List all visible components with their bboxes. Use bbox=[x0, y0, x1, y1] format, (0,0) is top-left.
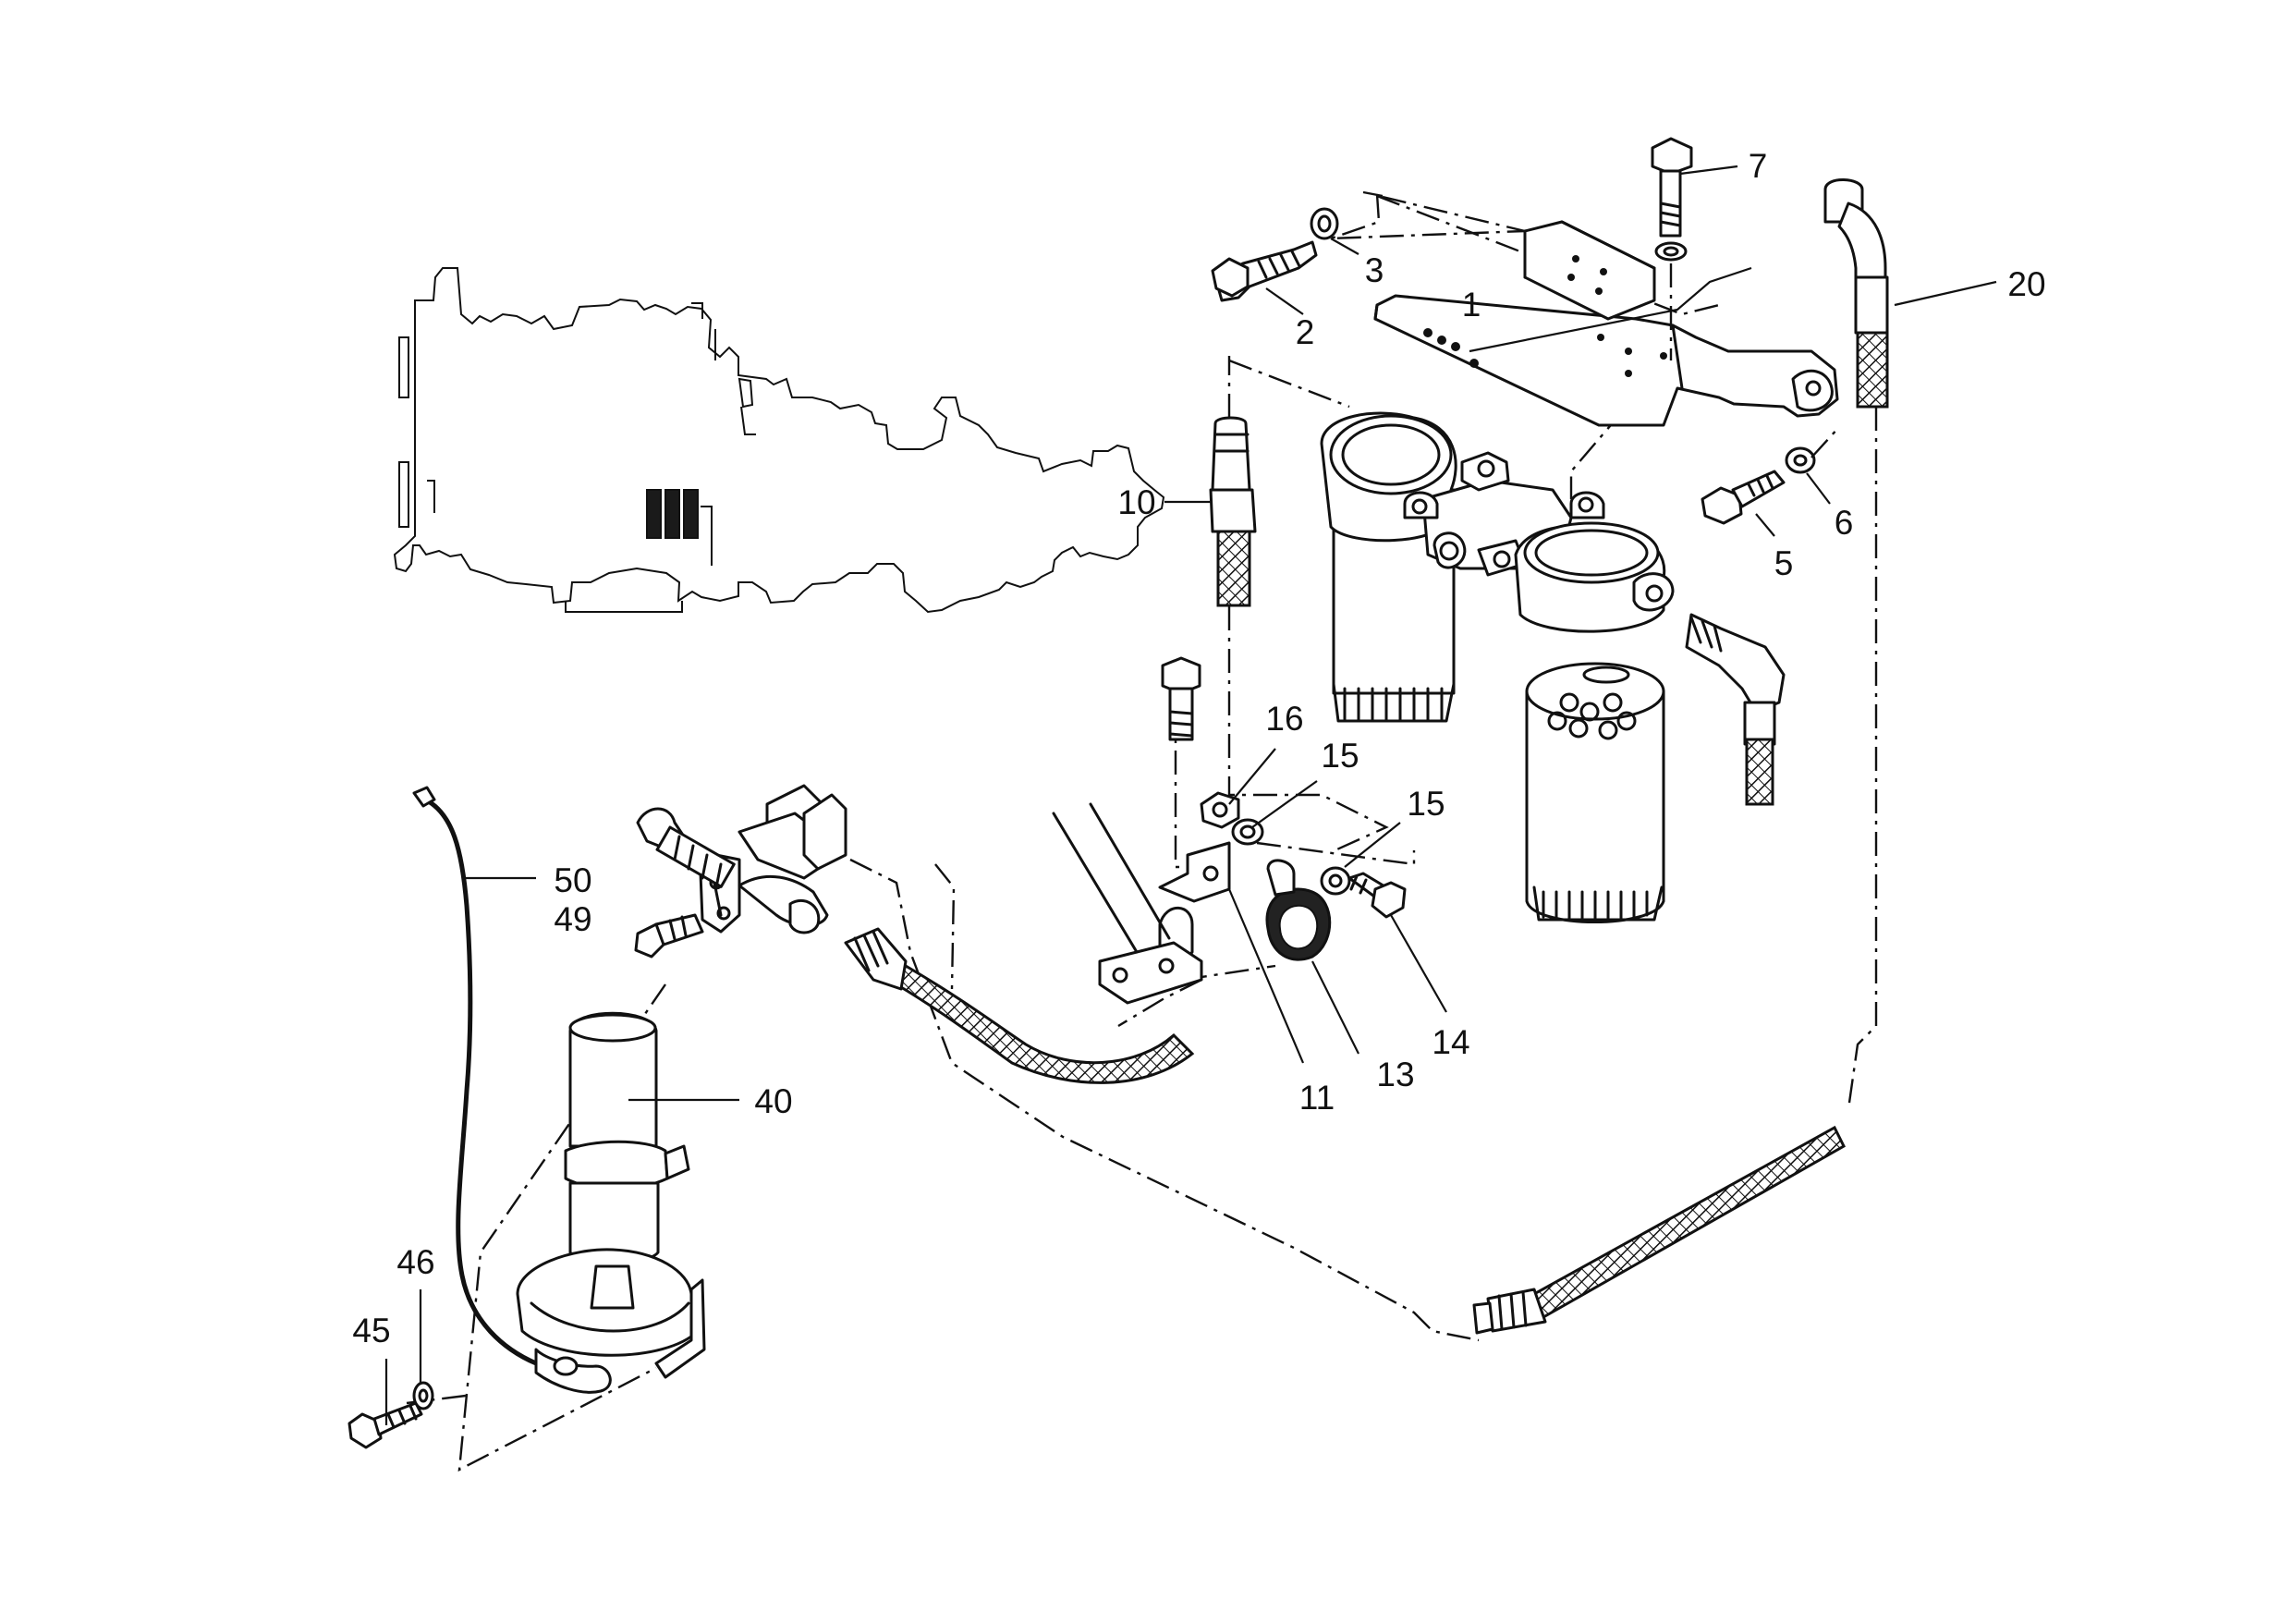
callout-labels: 1 2 3 5 6 7 10 11 13 14 15 15 16 20 40 4… bbox=[352, 147, 2045, 1349]
washer-6 bbox=[1785, 446, 1816, 474]
long-hose-bottom bbox=[1472, 1125, 1846, 1335]
connector-block bbox=[1052, 802, 1203, 1005]
filter-assembly-2 bbox=[1514, 521, 1675, 633]
bolt-14 bbox=[1347, 872, 1407, 919]
callout-10: 10 bbox=[1117, 483, 1155, 521]
clamp-assembly-left bbox=[634, 784, 847, 959]
nut-16 bbox=[1200, 791, 1240, 829]
callout-6: 6 bbox=[1835, 504, 1854, 542]
washer-3 bbox=[1310, 207, 1339, 240]
bracket-11 bbox=[1158, 841, 1231, 903]
elbow-hose-right bbox=[1685, 613, 1786, 806]
fuel-hose-center bbox=[844, 927, 1195, 1084]
bolt-2 bbox=[1211, 240, 1318, 302]
callout-5: 5 bbox=[1774, 544, 1794, 582]
filter-cartridge-loose bbox=[1525, 662, 1665, 923]
callout-14: 14 bbox=[1432, 1023, 1469, 1061]
bolt-5 bbox=[1701, 470, 1786, 525]
callout-1: 1 bbox=[1462, 286, 1481, 324]
callout-13: 13 bbox=[1376, 1056, 1414, 1093]
callout-2: 2 bbox=[1296, 313, 1315, 351]
washer-15-lower bbox=[1320, 866, 1351, 896]
callout-20: 20 bbox=[2007, 265, 2045, 303]
callout-11: 11 bbox=[1299, 1079, 1335, 1117]
callout-3: 3 bbox=[1365, 251, 1384, 289]
assembly-centerlines bbox=[406, 190, 1878, 1472]
callout-40: 40 bbox=[754, 1082, 792, 1120]
hose-10 bbox=[1209, 416, 1257, 607]
callout-46: 46 bbox=[396, 1243, 434, 1281]
callout-50: 50 bbox=[554, 861, 591, 899]
engine-locator-outline bbox=[393, 267, 1165, 614]
washer-46 bbox=[412, 1381, 434, 1410]
bolt-center bbox=[1161, 656, 1201, 741]
filter-bracket bbox=[1373, 220, 1839, 427]
callout-15-upper: 15 bbox=[1321, 737, 1359, 775]
callout-16: 16 bbox=[1265, 700, 1303, 738]
bolt-7 bbox=[1651, 137, 1693, 360]
callout-15-lower: 15 bbox=[1407, 785, 1445, 823]
wire-49-50 bbox=[412, 786, 537, 1366]
callout-49: 49 bbox=[554, 900, 591, 938]
callout-45: 45 bbox=[352, 1312, 390, 1349]
bolt-45 bbox=[347, 1401, 423, 1449]
callout-7: 7 bbox=[1749, 147, 1768, 185]
fuel-filter-40 bbox=[516, 1011, 706, 1394]
clamp-13 bbox=[1265, 859, 1332, 961]
callout-leaders bbox=[384, 165, 1997, 1425]
filter-assembly-1 bbox=[1320, 411, 1605, 723]
hose-20 bbox=[1823, 178, 1889, 409]
